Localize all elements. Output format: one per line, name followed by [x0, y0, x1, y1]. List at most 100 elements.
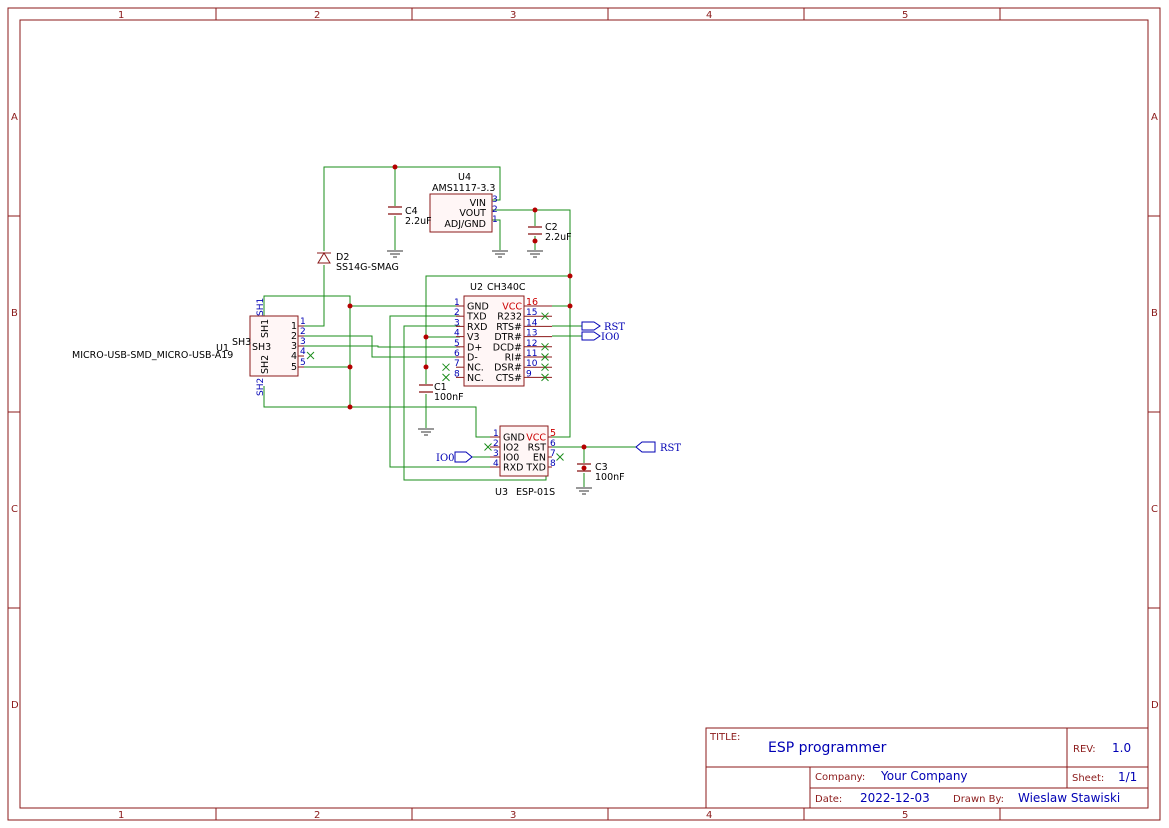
u3-pin-name: TXD — [525, 463, 546, 474]
u1-shield-sh3-inner: SH3 — [252, 342, 271, 353]
u4-value: AMS1117-3.3 — [432, 183, 495, 194]
c3-value: 100nF — [595, 472, 625, 483]
no-connect-icon — [556, 453, 564, 461]
col-label-bottom-5: 5 — [902, 810, 908, 821]
net-label-io0: IO0 — [601, 332, 620, 343]
c4-capacitor[interactable]: C4 2.2uF — [388, 206, 432, 227]
u2-pin-number: 14 — [526, 318, 538, 328]
u1-ref: U1 — [216, 343, 229, 354]
u1-pinnum-2: 2 — [300, 327, 306, 337]
u2-pin-name: DTR# — [494, 332, 522, 343]
u2-pin-number: 9 — [526, 369, 532, 379]
no-connect-icon — [442, 373, 450, 382]
no-connect-icon — [541, 353, 549, 361]
col-label-top-1: 1 — [118, 10, 124, 21]
no-connect-icon — [442, 363, 450, 372]
u2-ch340c[interactable]: U2 CH340C GND1TXD2RXD3V34D+5D-6NC.7NC.8V… — [442, 282, 553, 387]
c2-ref: C2 — [545, 222, 558, 233]
c3-capacitor[interactable]: C3 100nF — [577, 462, 625, 483]
u2-ref: U2 — [470, 282, 483, 293]
date-label: Date: — [815, 794, 842, 805]
row-label-right-a: A — [1151, 112, 1158, 123]
u3-pin-number: 8 — [550, 459, 556, 469]
company-value: Your Company — [880, 769, 968, 783]
col-label-top-2: 2 — [314, 10, 320, 21]
net-flag-io0-esp[interactable]: IO0 — [436, 451, 473, 464]
u2-pin-name: NC. — [467, 363, 484, 374]
u2-pin-name: DSR# — [494, 363, 522, 374]
c2-capacitor[interactable]: C2 2.2uF — [528, 222, 572, 243]
date-value: 2022-12-03 — [860, 791, 930, 805]
u2-pin-name: V3 — [467, 332, 480, 343]
wires — [263, 166, 636, 487]
u1-pinnum-1: 1 — [300, 317, 306, 327]
net-label-rst-esp: RST — [660, 443, 681, 454]
u2-value: CH340C — [487, 282, 526, 293]
u3-pin-number: 3 — [493, 449, 499, 459]
junction — [567, 273, 573, 279]
u3-pin-name: EN — [533, 453, 546, 464]
u2-pin-number: 15 — [526, 308, 537, 318]
u4-pinnum-1: 1 — [492, 215, 498, 225]
u2-pin-number: 13 — [526, 329, 537, 339]
ground-symbols — [387, 250, 592, 495]
u2-pin-name: DCD# — [493, 342, 522, 353]
u1-pinnum-5: 5 — [300, 358, 306, 368]
drawn-by-label: Drawn By: — [953, 794, 1004, 805]
u1-pin-5: 5 — [291, 362, 297, 373]
drawn-by-value: Wieslaw Stawiski — [1018, 791, 1120, 805]
title-block: TITLE: ESP programmer REV: 1.0 Company: … — [705, 727, 1149, 809]
col-label-top-3: 3 — [510, 10, 516, 21]
junction — [347, 364, 353, 370]
col-label-bottom-1: 1 — [118, 810, 124, 821]
junction — [532, 238, 538, 244]
row-label-left-d: D — [11, 700, 19, 711]
u2-pin-number: 8 — [454, 369, 460, 379]
junction — [347, 404, 353, 410]
u2-pin-name: RI# — [505, 353, 522, 364]
u1-usb-connector[interactable]: U1 MICRO-USB-SMD_MICRO-USB-A19 SH3 SH3 S… — [72, 298, 315, 396]
u4-pin-vout: VOUT — [459, 208, 486, 219]
net-label-io0-esp: IO0 — [436, 453, 455, 464]
u4-regulator[interactable]: U4 AMS1117-3.3 VIN VOUT ADJ/GND 3 2 1 — [429, 172, 498, 233]
u1-pin-3: 3 — [291, 341, 297, 352]
junction — [423, 334, 429, 340]
u2-pin-name: TXD — [466, 312, 487, 323]
u4-pin-adj: ADJ/GND — [444, 219, 486, 230]
u3-pin-number: 1 — [493, 429, 499, 439]
u2-pin-name: NC. — [467, 373, 484, 384]
c1-value: 100nF — [434, 392, 464, 403]
u4-ref: U4 — [458, 172, 471, 183]
sheet-frame: 1 2 3 4 5 1 2 3 4 5 A B C D A B C D — [7, 7, 1161, 821]
u1-pinnum-3: 3 — [300, 337, 306, 347]
net-flag-rst-top[interactable]: RST — [581, 321, 625, 333]
u1-shield-sh1-outer: SH1 — [256, 298, 266, 316]
net-flag-rst-esp[interactable]: RST — [635, 441, 681, 454]
u2-pin-number: 2 — [454, 308, 460, 318]
c2-value: 2.2uF — [545, 232, 572, 243]
d2-ref: D2 — [336, 252, 349, 263]
ground-icon — [387, 250, 403, 258]
u4-pin-vin: VIN — [470, 198, 486, 209]
junction — [347, 303, 353, 309]
u3-pin-name: GND — [503, 433, 525, 444]
u2-pin-name: RTS# — [496, 322, 522, 333]
d2-diode[interactable]: D2 SS14G-SMAG — [317, 252, 399, 273]
u2-pin-number: 6 — [454, 349, 460, 359]
u3-pin-name: VCC — [526, 433, 546, 444]
col-label-top-5: 5 — [902, 10, 908, 21]
u2-pin-number: 10 — [526, 359, 538, 369]
u3-pin-number: 5 — [550, 428, 556, 439]
u2-pin-name: D+ — [467, 342, 482, 353]
sheet-label: Sheet: — [1072, 773, 1104, 784]
u3-pin-name: RST — [528, 443, 547, 454]
u2-pin-number: 5 — [454, 339, 460, 349]
row-label-left-b: B — [11, 308, 18, 319]
c1-capacitor[interactable]: C1 100nF — [419, 382, 464, 403]
u2-pin-name: GND — [467, 302, 489, 313]
net-flag-io0-top[interactable]: IO0 — [581, 331, 620, 343]
u1-pin-1: 1 — [291, 321, 297, 332]
col-label-top-4: 4 — [706, 10, 712, 21]
